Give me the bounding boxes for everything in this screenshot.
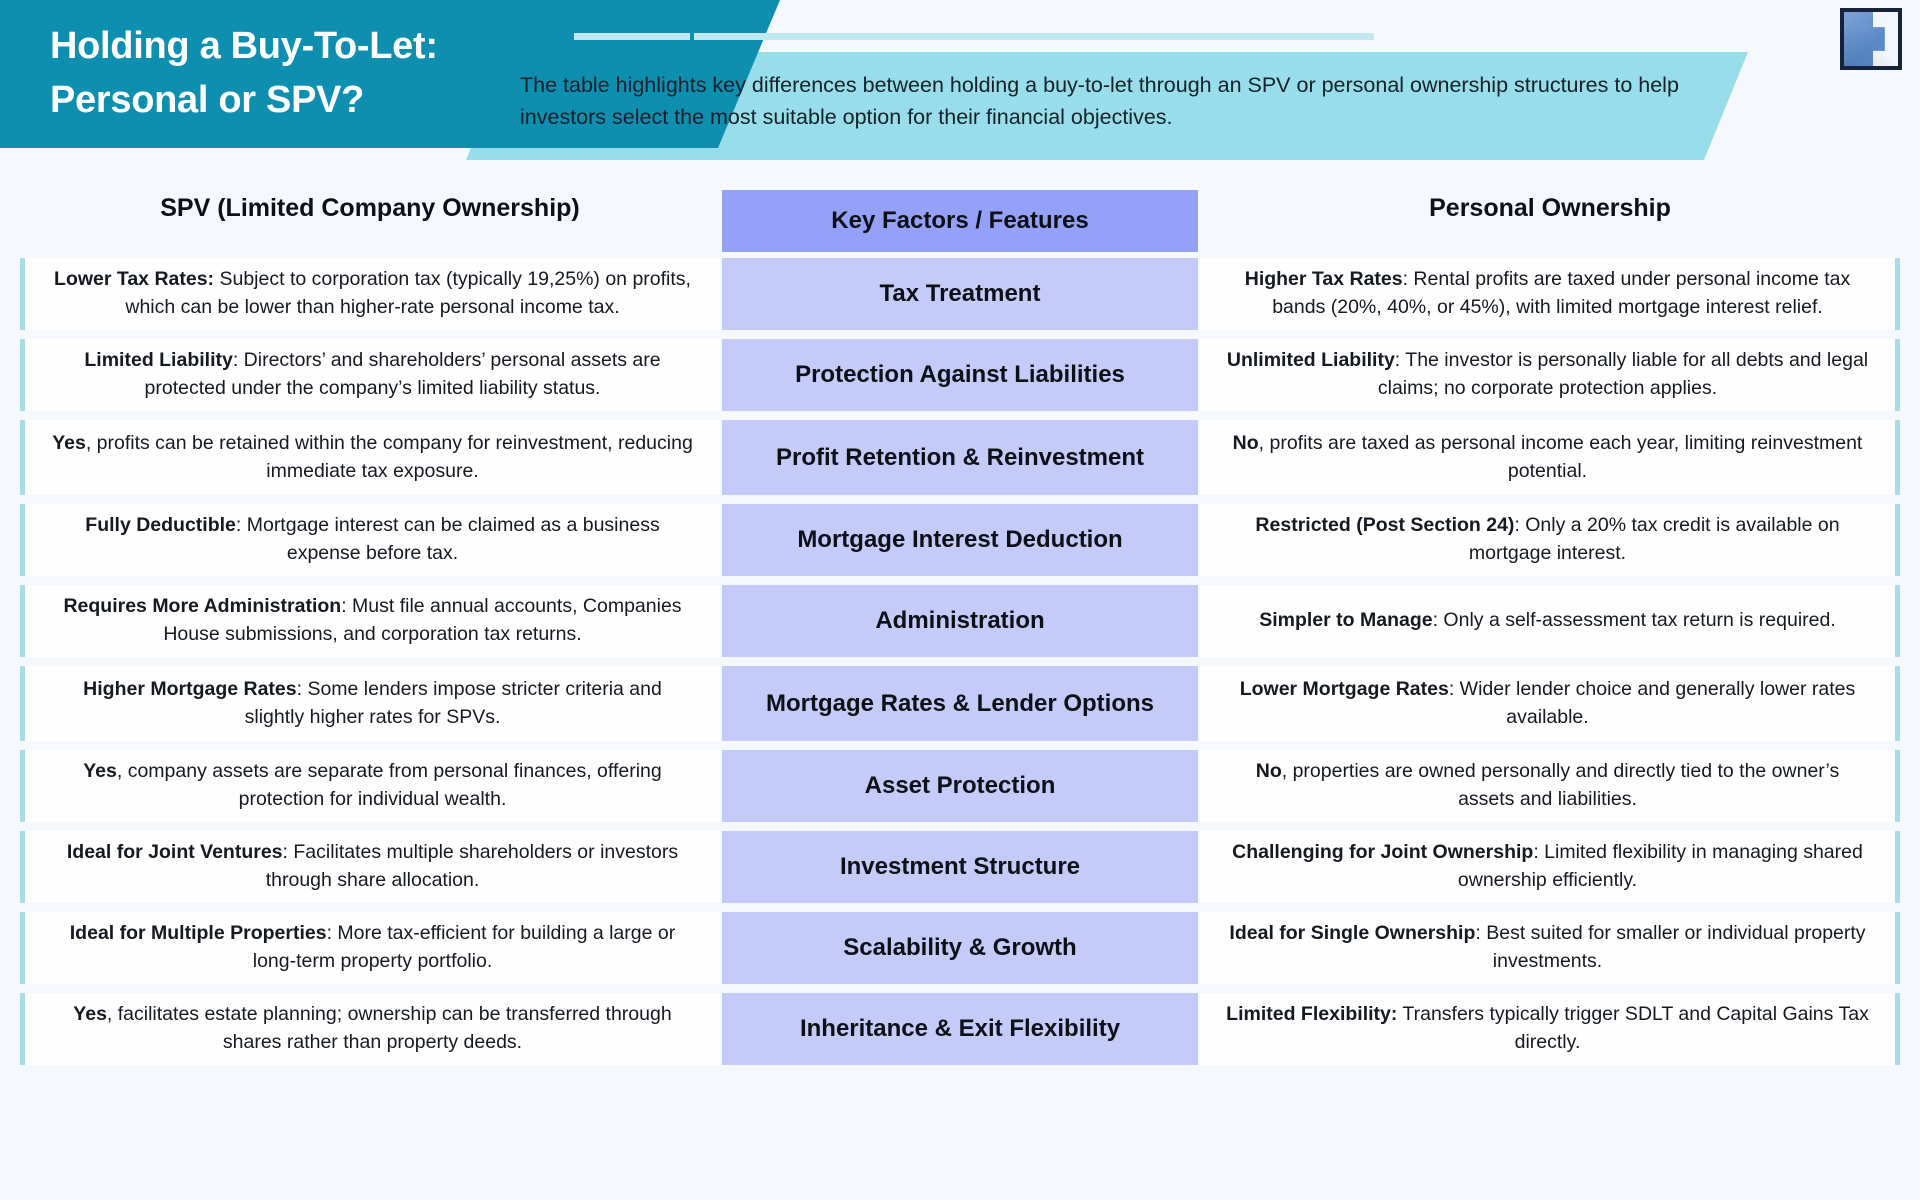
personal-cell: No, properties are owned personally and … bbox=[1200, 750, 1900, 822]
page-subtitle: The table highlights key differences bet… bbox=[520, 73, 1679, 129]
spv-cell-bold: Yes bbox=[73, 1003, 107, 1026]
factor-cell: Administration bbox=[722, 585, 1198, 657]
spv-cell-bold: Fully Deductible bbox=[85, 514, 236, 537]
personal-cell-bold: Lower Mortgage Rates bbox=[1239, 677, 1449, 700]
personal-cell: Unlimited Liability: The investor is per… bbox=[1200, 339, 1900, 411]
factor-cell: Investment Structure bbox=[722, 831, 1198, 903]
personal-cell: Limited Flexibility: Transfers typically… bbox=[1200, 993, 1900, 1065]
spv-cell-text: , profits can be retained within the com… bbox=[85, 431, 693, 482]
spv-cell-bold: Yes bbox=[52, 431, 86, 454]
table-row: Yes, company assets are separate from pe… bbox=[0, 750, 1920, 822]
personal-cell: No, profits are taxed as personal income… bbox=[1200, 420, 1900, 495]
personal-cell-bold: Unlimited Liability bbox=[1226, 349, 1395, 372]
factor-cell: Profit Retention & Reinvestment bbox=[722, 420, 1198, 495]
table-row: Ideal for Multiple Properties: More tax-… bbox=[0, 912, 1920, 984]
page-title-line-1: Holding a Buy-To-Let: bbox=[50, 25, 438, 67]
personal-cell: Simpler to Manage: Only a self-assessmen… bbox=[1200, 585, 1900, 657]
personal-cell-text: , properties are owned personally and di… bbox=[1281, 760, 1840, 810]
comparison-table: SPV (Limited Company Ownership) Key Fact… bbox=[0, 180, 1920, 1074]
personal-cell-bold: No bbox=[1232, 431, 1259, 454]
spv-cell: Requires More Administration: Must file … bbox=[20, 585, 720, 657]
spv-cell: Yes, company assets are separate from pe… bbox=[20, 750, 720, 822]
table-row: Yes, profits can be retained within the … bbox=[0, 420, 1920, 495]
table-row: Limited Liability: Directors’ and shareh… bbox=[0, 339, 1920, 411]
table-body: Lower Tax Rates: Subject to corporation … bbox=[0, 258, 1920, 1065]
spv-cell-text: : Directors’ and shareholders’ personal … bbox=[144, 349, 661, 399]
spv-cell-text: , company assets are separate from perso… bbox=[116, 760, 662, 810]
table-row: Lower Tax Rates: Subject to corporation … bbox=[0, 258, 1920, 330]
column-header-spv: SPV (Limited Company Ownership) bbox=[160, 194, 580, 222]
spv-cell: Yes, profits can be retained within the … bbox=[20, 420, 720, 495]
personal-cell-text: : Only a self-assessment tax return is r… bbox=[1432, 609, 1836, 632]
spv-cell-bold: Ideal for Multiple Properties bbox=[69, 922, 327, 945]
spv-cell: Lower Tax Rates: Subject to corporation … bbox=[20, 258, 720, 330]
factor-cell: Scalability & Growth bbox=[722, 912, 1198, 984]
personal-cell: Restricted (Post Section 24): Only a 20%… bbox=[1200, 504, 1900, 576]
factor-cell: Inheritance & Exit Flexibility bbox=[722, 993, 1198, 1065]
table-row: Fully Deductible: Mortgage interest can … bbox=[0, 504, 1920, 576]
personal-cell: Higher Tax Rates: Rental profits are tax… bbox=[1200, 258, 1900, 330]
personal-cell: Ideal for Single Ownership: Best suited … bbox=[1200, 912, 1900, 984]
header-teal-shape bbox=[0, 0, 780, 148]
spv-cell-text: : Some lenders impose stricter criteria … bbox=[244, 677, 662, 728]
personal-cell-bold: Limited Flexibility: bbox=[1226, 1003, 1398, 1026]
personal-cell-text: : Wider lender choice and generally lowe… bbox=[1448, 677, 1856, 728]
personal-cell-text: : The investor is personally liable for … bbox=[1377, 349, 1869, 399]
spv-cell: Yes, facilitates estate planning; owners… bbox=[20, 993, 720, 1065]
spv-cell-text: : Mortgage interest can be claimed as a … bbox=[235, 514, 660, 564]
factor-cell: Asset Protection bbox=[722, 750, 1198, 822]
page-title: Holding a Buy-To-Let: Personal or SPV? bbox=[50, 20, 690, 128]
header-banner: Holding a Buy-To-Let: Personal or SPV? T… bbox=[0, 0, 1920, 160]
header-decorative-line-short bbox=[574, 33, 690, 40]
table-row: Requires More Administration: Must file … bbox=[0, 585, 1920, 657]
spv-cell: Fully Deductible: Mortgage interest can … bbox=[20, 504, 720, 576]
personal-cell-text: , profits are taxed as personal income e… bbox=[1258, 431, 1863, 482]
spv-cell: Ideal for Multiple Properties: More tax-… bbox=[20, 912, 720, 984]
spv-cell: Ideal for Joint Ventures: Facilitates mu… bbox=[20, 831, 720, 903]
personal-cell-text: Transfers typically trigger SDLT and Cap… bbox=[1397, 1003, 1869, 1053]
table-row: Ideal for Joint Ventures: Facilitates mu… bbox=[0, 831, 1920, 903]
company-logo-icon bbox=[1840, 8, 1902, 70]
spv-cell-text: , facilitates estate planning; ownership… bbox=[106, 1003, 672, 1053]
column-header-factors: Key Factors / Features bbox=[722, 190, 1198, 252]
spv-cell-bold: Limited Liability bbox=[84, 349, 233, 372]
personal-cell: Lower Mortgage Rates: Wider lender choic… bbox=[1200, 666, 1900, 741]
spv-cell-text: Subject to corporation tax (typically 19… bbox=[125, 268, 691, 318]
column-header-personal: Personal Ownership bbox=[1429, 194, 1671, 222]
personal-cell-bold: Restricted (Post Section 24) bbox=[1255, 514, 1515, 537]
personal-cell-bold: Ideal for Single Ownership bbox=[1229, 922, 1476, 945]
spv-cell-text: : Must file annual accounts, Companies H… bbox=[163, 595, 682, 645]
factor-cell: Protection Against Liabilities bbox=[722, 339, 1198, 411]
factor-cell: Mortgage Interest Deduction bbox=[722, 504, 1198, 576]
table-row: Higher Mortgage Rates: Some lenders impo… bbox=[0, 666, 1920, 741]
personal-cell: Challenging for Joint Ownership: Limited… bbox=[1200, 831, 1900, 903]
spv-cell-bold: Lower Tax Rates: bbox=[54, 268, 215, 291]
spv-cell-bold: Requires More Administration bbox=[63, 595, 342, 618]
personal-cell-bold: Challenging for Joint Ownership bbox=[1232, 841, 1534, 864]
spv-cell-text: : More tax-efficient for building a larg… bbox=[252, 922, 676, 972]
personal-cell-text: : Rental profits are taxed under persona… bbox=[1272, 268, 1851, 318]
personal-cell-bold: Simpler to Manage bbox=[1259, 609, 1433, 632]
spv-cell-bold: Higher Mortgage Rates bbox=[83, 677, 297, 700]
page-title-line-2: Personal or SPV? bbox=[50, 78, 365, 121]
factor-cell: Tax Treatment bbox=[722, 258, 1198, 330]
personal-cell-text: : Only a 20% tax credit is available on … bbox=[1468, 514, 1840, 564]
personal-cell-text: : Limited flexibility in managing shared… bbox=[1457, 841, 1863, 891]
table-row: Yes, facilitates estate planning; owners… bbox=[0, 993, 1920, 1065]
spv-cell-bold: Ideal for Joint Ventures bbox=[66, 841, 283, 864]
logo-sheen-overlay bbox=[1844, 12, 1898, 66]
spv-cell: Limited Liability: Directors’ and shareh… bbox=[20, 339, 720, 411]
factor-cell: Mortgage Rates & Lender Options bbox=[722, 666, 1198, 741]
personal-cell-bold: No bbox=[1255, 760, 1282, 783]
table-header-row: SPV (Limited Company Ownership) Key Fact… bbox=[0, 180, 1920, 258]
personal-cell-text: : Best suited for smaller or individual … bbox=[1475, 922, 1866, 972]
header-decorative-line-long bbox=[694, 33, 1374, 40]
spv-cell-text: : Facilitates multiple shareholders or i… bbox=[265, 841, 679, 891]
personal-cell-bold: Higher Tax Rates bbox=[1244, 268, 1403, 291]
spv-cell-bold: Yes bbox=[83, 760, 117, 783]
spv-cell: Higher Mortgage Rates: Some lenders impo… bbox=[20, 666, 720, 741]
